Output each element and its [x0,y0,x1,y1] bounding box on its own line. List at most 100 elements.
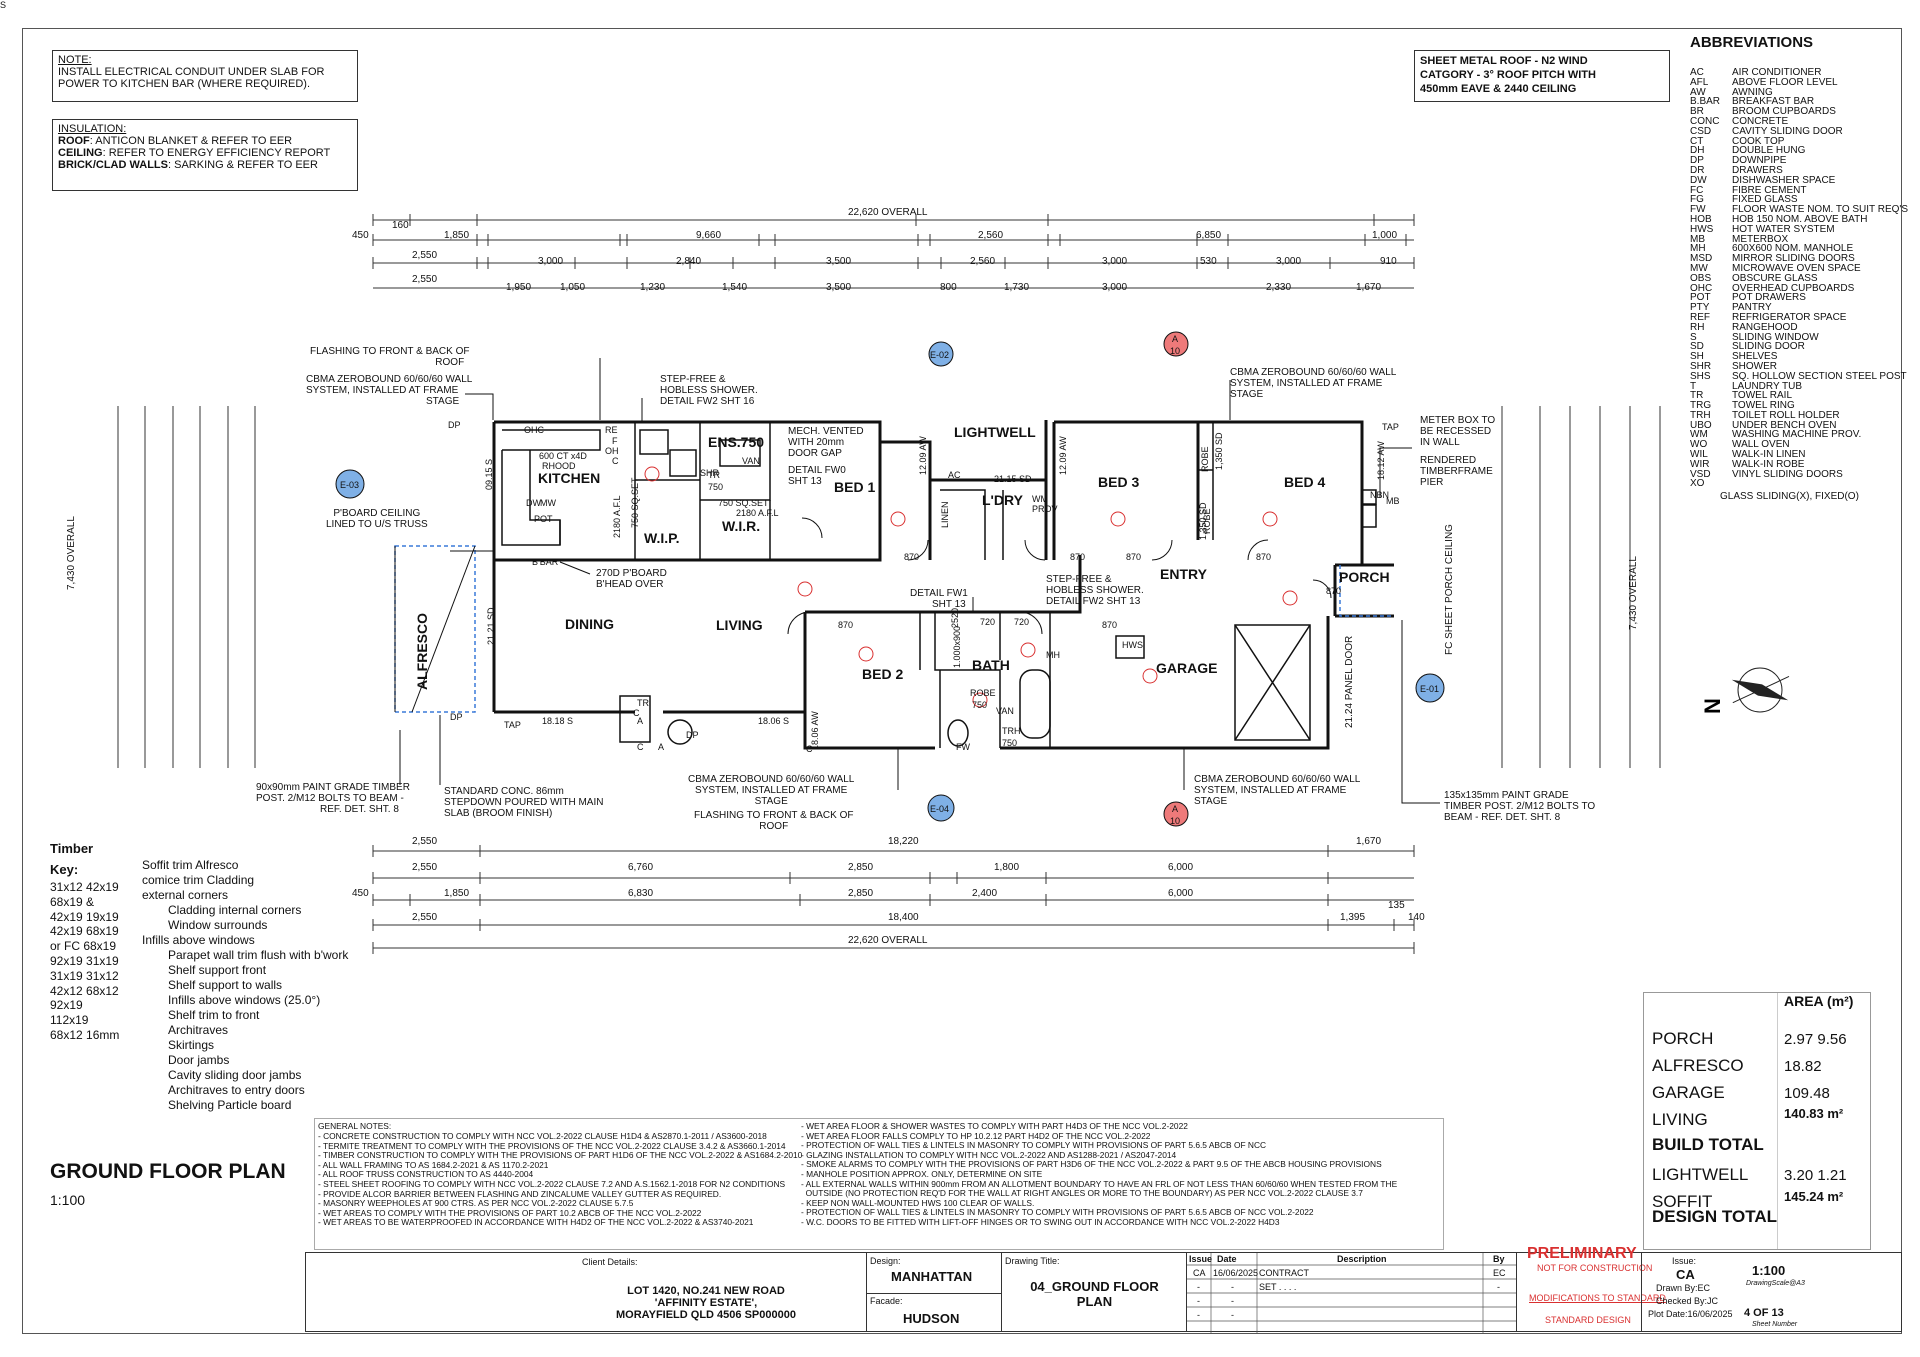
plan-small-label: A [637,716,644,726]
label-detail-fw0-1: DETAIL FW0 [788,465,846,476]
label-meter-2: BE RECESSED [1420,426,1492,437]
label-post90-3: REF. DET. SHT. 8 [320,804,399,815]
plan-small-label: S [0,0,7,10]
rev-head-date: Date [1217,1254,1237,1264]
revision-grid [1187,1253,1517,1333]
design-cell: Design: MANHATTAN Facade: HUDSON [866,1253,1002,1331]
label-cbma-garage-2: SYSTEM, INSTALLED AT FRAME [1194,785,1347,796]
abbr-key: SD [1690,341,1704,353]
abbr-value: POT DRAWERS [1732,292,1806,304]
plan-small-label: 750 SQ.SET [630,477,640,528]
abbr-key: OHC [1690,282,1713,294]
top3-1230: 1,230 [640,282,666,293]
label-cbma-bot-3: STAGE [754,796,788,807]
room-kitchen: KITCHEN [538,470,601,486]
abbr-value: DOUBLE HUNG [1732,145,1806,157]
area-col-divider [1777,993,1778,1249]
issue-value: CA [1676,1267,1695,1282]
room-bed3: BED 3 [1098,474,1140,490]
room-porch: PORCH [1339,569,1390,585]
plan-small-label: 2520 [950,607,960,628]
general-note-left: - STEEL SHEET ROOFING TO COMPLY WITH NCC… [318,1178,786,1189]
plan-small-label: 09.15 S [484,458,494,490]
tag-e02: E-02 [930,350,950,360]
bot3-2850: 2,850 [848,888,874,899]
plan-small-label: F [612,436,618,446]
label-meter-3: IN WALL [1420,437,1460,448]
label-cbma-right-3: STAGE [1230,389,1264,400]
top-dim-9660: 9,660 [696,230,722,241]
plan-small-label: TR [637,698,649,708]
bot2-2850: 2,850 [848,862,874,873]
rev-4-issue: - [1197,1310,1200,1320]
general-note-right: - ALL EXTERNAL WALLS WITHIN 900mm FROM A… [801,1178,1398,1189]
abbr-key: TRH [1690,409,1711,421]
label-step-free-mid-2: HOBLESS SHOWER. [1046,585,1144,596]
top3-3500: 3,500 [826,282,852,293]
abbr-key: CT [1690,135,1704,147]
preliminary-label: PRELIMINARY [1527,1245,1637,1262]
area-living-value: 140.83 m² [1784,1106,1844,1121]
abbr-key: WO [1690,439,1708,451]
label-step-free-mid-1: STEP-FREE & [1046,574,1112,585]
standard-design-label: STANDARD DESIGN [1545,1315,1631,1325]
abbr-value: WALK-IN LINEN [1732,449,1806,461]
abbr-key: OBS [1690,272,1712,284]
top-dim-160: 160 [392,220,409,231]
plan-small-label: 750 [1002,738,1018,748]
abbr-key: WIR [1690,458,1710,470]
ceiling-key: CEILING [58,147,103,159]
area-garage-label: GARAGE [1652,1083,1725,1102]
area-design-total: DESIGN TOTAL [1652,1207,1777,1226]
abbr-value: FLOOR WASTE NOM. TO SUIT REQ'S [1732,204,1909,216]
bot1-18220: 18,220 [888,836,919,847]
top2-2550: 2,550 [412,250,438,261]
abbr-value: RANGEHOOD [1732,321,1798,333]
label-cbma-left-3: STAGE [426,396,460,407]
rev-2-desc: SET . . . . [1259,1282,1297,1292]
client-label: Client Details: [582,1257,638,1267]
timber-size: 68x19 & [50,894,95,909]
plan-small-label: TAP [1382,422,1399,432]
plan-small-label: 21.15 SD [994,474,1032,484]
top3-1050: 1,050 [560,282,586,293]
bot3-450: 450 [352,888,369,899]
timber-item: Shelf support to walls [168,978,283,992]
room-bath: BATH [972,657,1010,673]
rev-head-desc: Description [1337,1254,1387,1264]
top-dim-2560: 2,560 [978,230,1004,241]
label-cbma-right-2: SYSTEM, INSTALLED AT FRAME [1230,378,1383,389]
bot4-18400: 18,400 [888,912,919,923]
room-bed4: BED 4 [1284,474,1326,490]
rev-1-desc: CONTRACT [1259,1268,1309,1278]
ceiling-val: : REFER TO ENERGY EFFICIENCY REPORT [102,147,331,159]
label-flash-top-1: FLASHING TO FRONT & BACK OF [310,346,470,357]
drawing-title-1: 04_GROUND FLOOR [1030,1279,1159,1294]
abbr-key: UBO [1690,419,1712,431]
plan-small-label: 18.06 S [758,716,790,726]
label-post135-2: TIMBER POST. 2/M12 BOLTS TO [1444,801,1596,812]
abbr-row: XO [1690,479,1908,489]
bot1-2550: 2,550 [412,836,438,847]
note-line-1: INSTALL ELECTRICAL CONDUIT UNDER SLAB FO… [58,66,325,78]
walls-key: BRICK/CLAD WALLS [58,159,168,171]
top-dim-6850: 6,850 [1196,230,1222,241]
rev-2-by: - [1497,1282,1500,1292]
general-note-right: - W.C. DOORS TO BE FITTED WITH LIFT-OFF … [801,1216,1280,1227]
note-title: NOTE: [58,54,92,66]
plan-small-label: MH [1046,650,1060,660]
plan-small-label: VAN [996,706,1014,716]
